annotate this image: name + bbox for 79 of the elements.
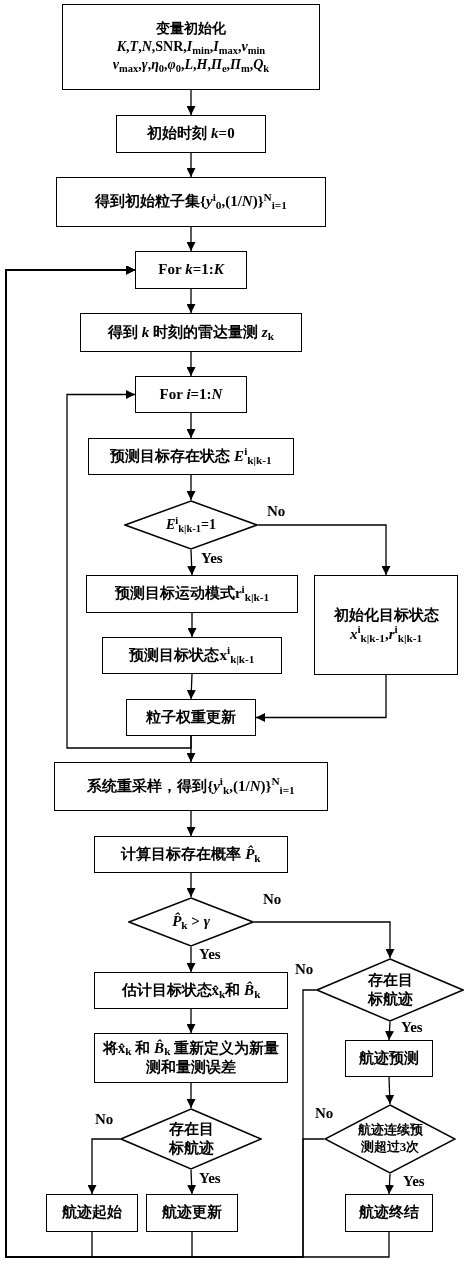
arrow	[186, 89, 196, 116]
heading-text: 变量初始化	[156, 19, 226, 38]
arrow	[186, 474, 196, 501]
node-text: 存在目标航迹	[366, 970, 414, 1009]
process-box	[56, 177, 326, 227]
node-text: 航迹连续预测超过3次	[356, 1122, 424, 1156]
node-text: 计算目标存在概率 P̂$_{k}$	[121, 844, 261, 865]
arrow	[186, 872, 196, 898]
decision-diamond	[128, 897, 254, 947]
arrow	[186, 1082, 196, 1109]
process-box	[135, 376, 247, 413]
process-box	[86, 575, 298, 613]
arrow	[87, 1138, 121, 1195]
node-text: 得到 k 时刻的雷达量测 z$_{k}$	[108, 322, 274, 343]
arrow	[5, 265, 390, 1258]
edge-label: No	[294, 962, 315, 977]
node-text: 航迹终结	[359, 1203, 419, 1223]
arrow	[186, 288, 196, 314]
edge-label: Yes	[400, 1020, 424, 1035]
arrow	[187, 549, 197, 576]
arrow	[66, 390, 192, 749]
node-text: For k=1:K	[158, 260, 224, 280]
arrow	[186, 412, 196, 439]
process-box	[345, 1040, 433, 1077]
process-box	[146, 1194, 238, 1232]
arrow	[385, 1076, 395, 1105]
node-text: K,T,N,SNR,I$_{min}$,I$_{max}$,v$_{min}$ v$_{max}$,γ,η$_{0}$,φ$_{0}$,L,H,Π$_{e}$,Π$_{m}$,Q$_{k}$	[111, 37, 271, 75]
process-box	[116, 115, 266, 153]
node-text: 航迹起始	[62, 1203, 122, 1223]
edge-label: No	[94, 1112, 115, 1127]
arrow	[186, 673, 196, 700]
arrow	[253, 921, 395, 959]
node-text: E$^{i}$$_{k|k-1}$=1	[166, 515, 216, 535]
edge-label: Yes	[198, 1171, 222, 1186]
node-text: 航迹预测	[359, 1048, 419, 1068]
arrow	[186, 810, 196, 837]
arrow	[186, 735, 196, 763]
process-box	[46, 1194, 138, 1232]
process-box	[54, 762, 328, 811]
node-text: 估计目标状态x̂$_{k}$和 B̂$_{k}$	[121, 980, 261, 1001]
edge-label: No	[262, 892, 283, 907]
process-box	[88, 438, 294, 475]
process-box	[345, 1194, 433, 1232]
node-text: 粒子权重更新	[146, 707, 236, 727]
process-box	[126, 699, 256, 736]
node-text: 初始化目标状态	[333, 605, 439, 625]
node-text: 将x̂$_{k}$ 和 B̂$_{k}$ 重新定义为新量测和量测误差	[101, 1038, 281, 1077]
edge-label: No	[266, 504, 287, 519]
process-box	[94, 1033, 288, 1083]
process-box	[80, 313, 302, 352]
decision-diamond	[316, 958, 464, 1022]
process-box	[102, 637, 282, 674]
process-box	[135, 251, 247, 289]
arrow	[255, 674, 387, 722]
arrow	[384, 1173, 394, 1195]
arrow	[385, 1021, 394, 1041]
arrow	[186, 152, 196, 178]
edge-label: Yes	[200, 551, 224, 566]
edge-label: No	[314, 1106, 335, 1121]
process-box	[94, 836, 288, 873]
decision-diamond	[124, 500, 258, 550]
node-text: 存在目标航迹	[167, 1119, 215, 1158]
node-text: P̂$_{k}$ > γ	[172, 912, 210, 932]
process-box	[314, 575, 458, 675]
arrow	[186, 946, 196, 973]
arrow	[186, 1008, 196, 1034]
edge-label: Yes	[402, 1174, 426, 1189]
node-text: For i=1:N	[159, 384, 223, 404]
arrow	[257, 524, 391, 576]
node-text: 初始时刻 k=0	[147, 124, 235, 144]
arrow	[187, 1169, 197, 1195]
edge-label: Yes	[198, 947, 222, 962]
process-box	[94, 972, 288, 1009]
arrow	[186, 226, 196, 252]
arrow	[186, 351, 196, 377]
decision-diamond	[120, 1108, 262, 1170]
arrow	[187, 612, 197, 638]
node-text: 航迹更新	[162, 1203, 222, 1223]
process-box	[62, 4, 320, 90]
